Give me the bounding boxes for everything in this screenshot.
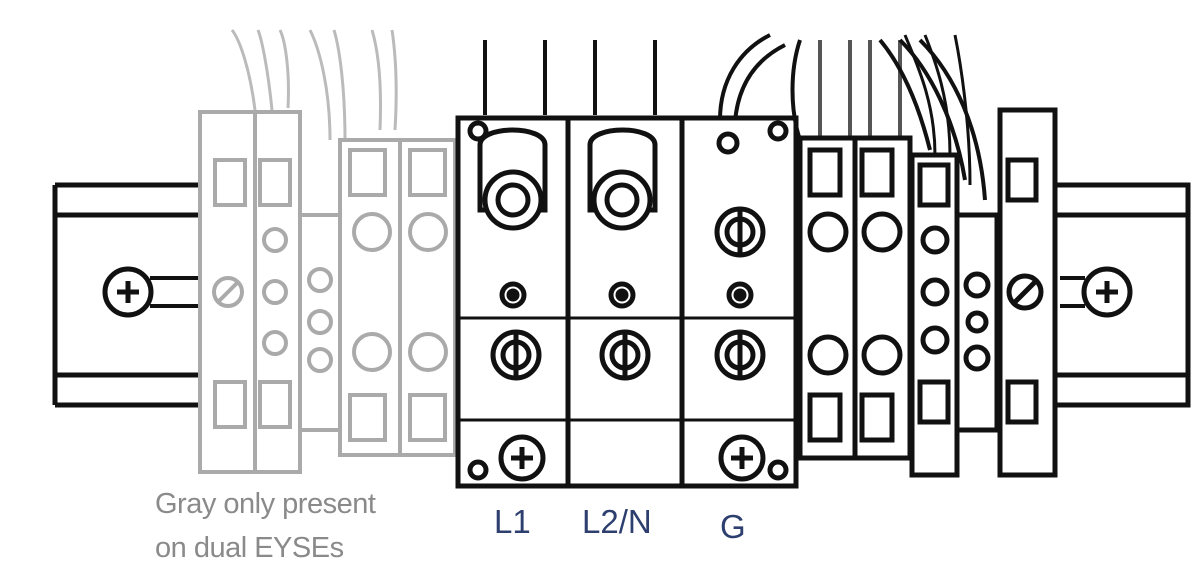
gray-note-line2: on dual EYSEs bbox=[155, 532, 344, 564]
rail-screw-left-icon bbox=[102, 266, 200, 318]
gray-note-line1: Gray only present bbox=[155, 488, 376, 520]
l1-lug-icon bbox=[477, 127, 548, 381]
phillips-screw-icon bbox=[498, 434, 766, 482]
label-l1: L1 bbox=[494, 503, 531, 540]
cable-bundle bbox=[790, 38, 987, 201]
label-g: G bbox=[720, 508, 746, 545]
rail-screw-right-icon bbox=[1060, 266, 1133, 318]
label-l2n: L2/N bbox=[582, 503, 652, 540]
main-terminal-block bbox=[455, 33, 799, 489]
gray-terminal-group bbox=[198, 29, 457, 474]
control-terminal-group bbox=[797, 34, 1058, 478]
l2n-lug-icon bbox=[587, 127, 658, 381]
ground-lug-icon bbox=[714, 131, 766, 381]
